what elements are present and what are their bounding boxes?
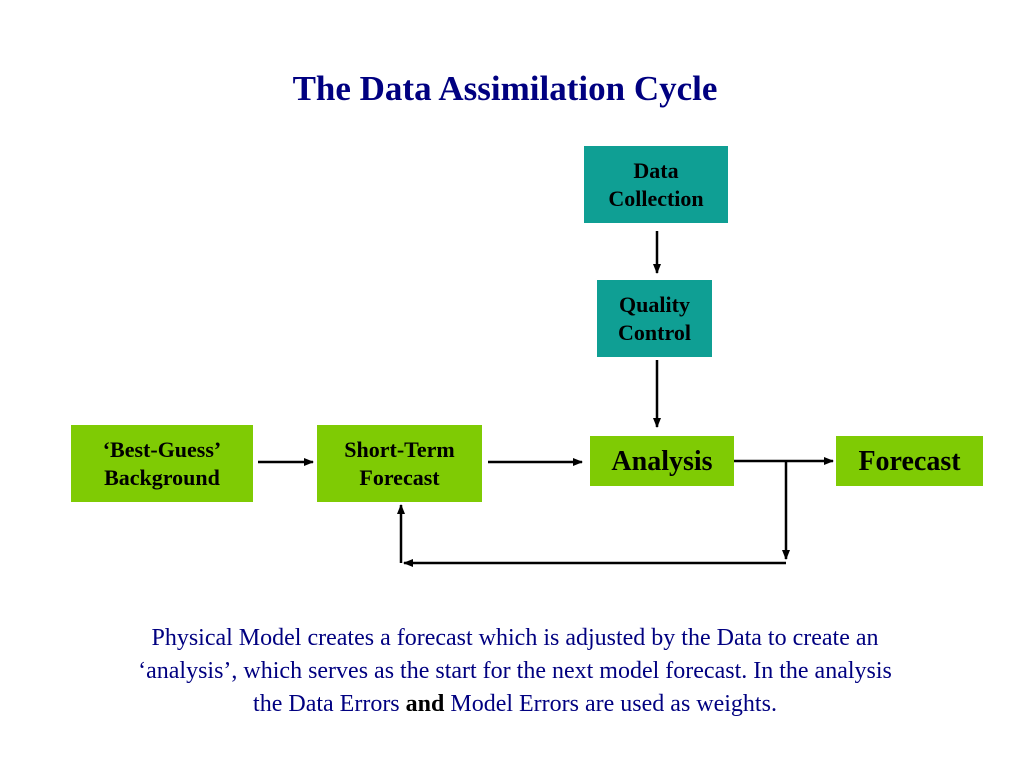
caption-line-3: the Data Errors and Model Errors are use… — [40, 688, 990, 721]
forecast-box: Forecast — [836, 436, 983, 486]
best-guess-background-box: ‘Best-Guess’ Background — [71, 425, 253, 502]
data-collection-box: Data Collection — [584, 146, 728, 223]
analysis-box: Analysis — [590, 436, 734, 486]
caption-text: Physical Model creates a forecast which … — [40, 622, 990, 721]
caption-line-2: ‘analysis’, which serves as the start fo… — [138, 658, 892, 684]
caption-line-3-start: the Data Errors — [253, 691, 406, 717]
quality-control-box: Quality Control — [597, 280, 712, 357]
caption-bold-and: and — [405, 691, 445, 717]
page-title: The Data Assimilation Cycle — [292, 69, 718, 108]
caption-line-3-end: Model Errors are used as weights. — [444, 691, 777, 717]
caption-line-1: Physical Model creates a forecast which … — [151, 625, 879, 651]
short-term-forecast-box: Short-Term Forecast — [317, 425, 482, 502]
